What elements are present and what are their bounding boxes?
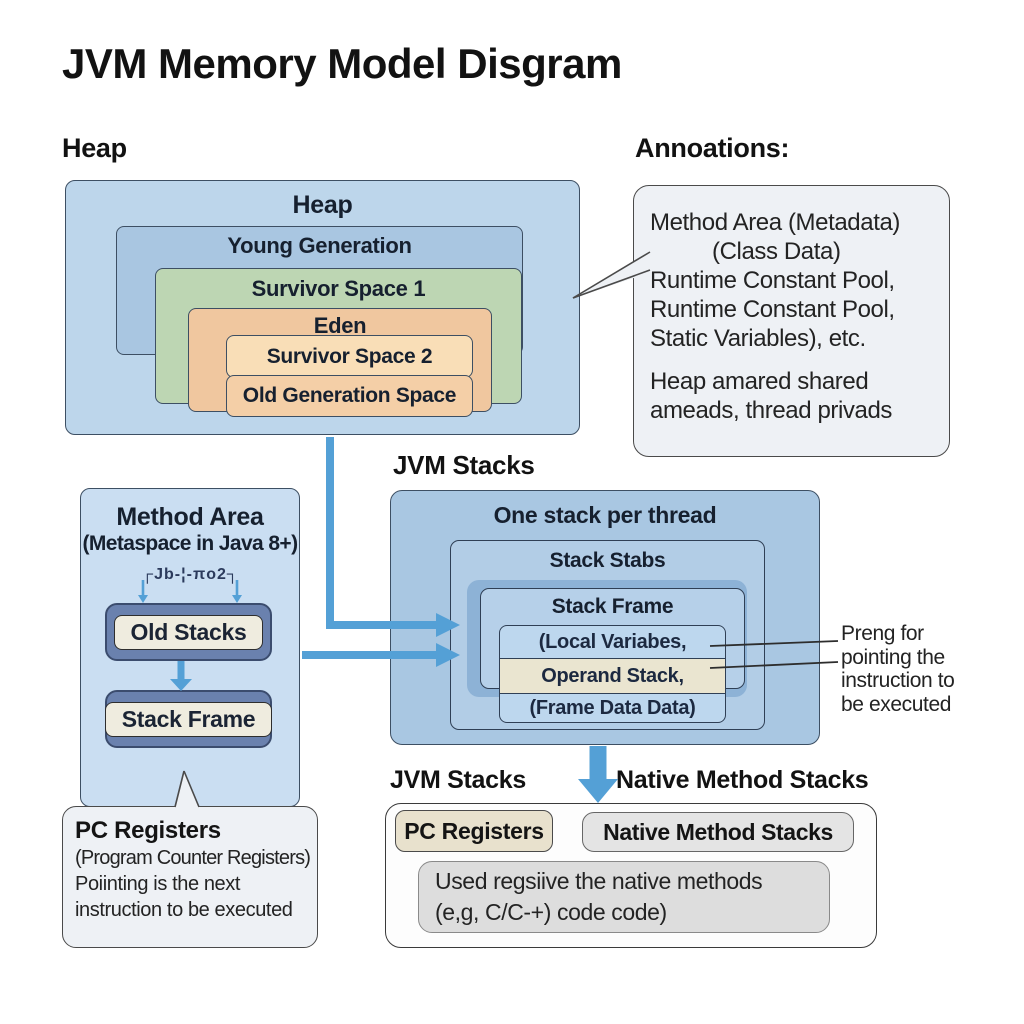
bottom-jvm-stacks-label: JVM Stacks (390, 766, 526, 794)
annotation-line: Runtime Constant Pool, (650, 267, 895, 294)
heap-section-label: Heap (62, 133, 127, 163)
annotation-line: Method Area (Metadata) (650, 209, 901, 236)
old-generation-label: Old Generation Space (242, 384, 457, 407)
native-desc-line: Used regsiive the native methods (435, 868, 763, 894)
side-note-line: instruction to (841, 669, 955, 692)
pc-registers-bubble: PC Registers (Program Counter Registers)… (62, 806, 318, 948)
annotation-line: Runtime Constant Pool, (650, 296, 895, 323)
annotation-line: ameads, thread privads (650, 397, 893, 424)
pc-bubble-line: Poiinting is the next (75, 873, 241, 895)
local-variables-row: (Local Variabes, (538, 630, 687, 653)
side-note-line: be executed (841, 692, 952, 716)
pc-bubble-line: (Program Counter Registers) (75, 847, 311, 869)
annotations-heading: Annoations: (635, 133, 790, 163)
jvm-stacks-label: JVM Stacks (393, 450, 535, 480)
annotation-line: (Class Data) (712, 238, 841, 265)
stacks-to-native-arrow (578, 746, 618, 803)
survivor-space-1-label: Survivor Space 1 (251, 276, 426, 301)
operand-stack-row: Operand Stack, (500, 658, 725, 694)
side-note-line: pointing the (841, 645, 945, 669)
eden-label: Eden (313, 313, 367, 338)
stack-stabs-label: Stack Stabs (549, 549, 666, 572)
method-stack-frame-pill: Stack Frame (104, 690, 273, 748)
stack-frame-label: Stack Frame (551, 595, 674, 618)
one-stack-per-thread-label: One stack per thread (493, 502, 717, 528)
old-stacks-pill: Old Stacks (105, 603, 272, 661)
native-description-box: Used regsiive the native methods (e,g, C… (418, 861, 830, 933)
young-generation-label: Young Generation (227, 233, 412, 258)
method-area-subtitle: (Metaspace in Java 8+) (82, 532, 298, 555)
heap-box-title: Heap (292, 191, 353, 219)
old-generation-box: Old Generation Space (226, 375, 473, 417)
annotation-line: Heap amared shared (650, 368, 869, 395)
page-title: JVM Memory Model Disgram (62, 40, 622, 87)
pc-bubble-line: instruction to be executed (75, 899, 293, 921)
survivor-space-2-label: Survivor Space 2 (266, 344, 433, 368)
frame-contents-box: (Local Variabes, Operand Stack, (Frame D… (499, 625, 726, 723)
native-desc-line: (e,g, C/C-+) code code) (435, 899, 667, 925)
native-method-stacks-label: Native Method Stacks (616, 766, 869, 794)
frame-data-row: (Frame Data Data) (529, 696, 696, 719)
side-note-line: Preng for (841, 622, 924, 645)
method-area-title: Method Area (116, 503, 264, 531)
annotation-line: Static Variables), etc. (650, 325, 866, 352)
old-stacks-label: Old Stacks (113, 614, 264, 650)
native-method-stacks-pill: Native Method Stacks (582, 812, 854, 852)
method-stack-frame-label: Stack Frame (104, 701, 273, 737)
pc-side-note: Preng for pointing the instruction to be… (841, 622, 955, 716)
pc-registers-pill: PC Registers (395, 810, 553, 852)
pc-bubble-title: PC Registers (75, 817, 221, 844)
metadata-glyphs: ┌Jb-¦-πo2┐ (141, 566, 240, 583)
survivor-space-2-box: Survivor Space 2 (226, 335, 473, 378)
annotations-bubble: Method Area (Metadata) (Class Data) Runt… (633, 185, 950, 457)
